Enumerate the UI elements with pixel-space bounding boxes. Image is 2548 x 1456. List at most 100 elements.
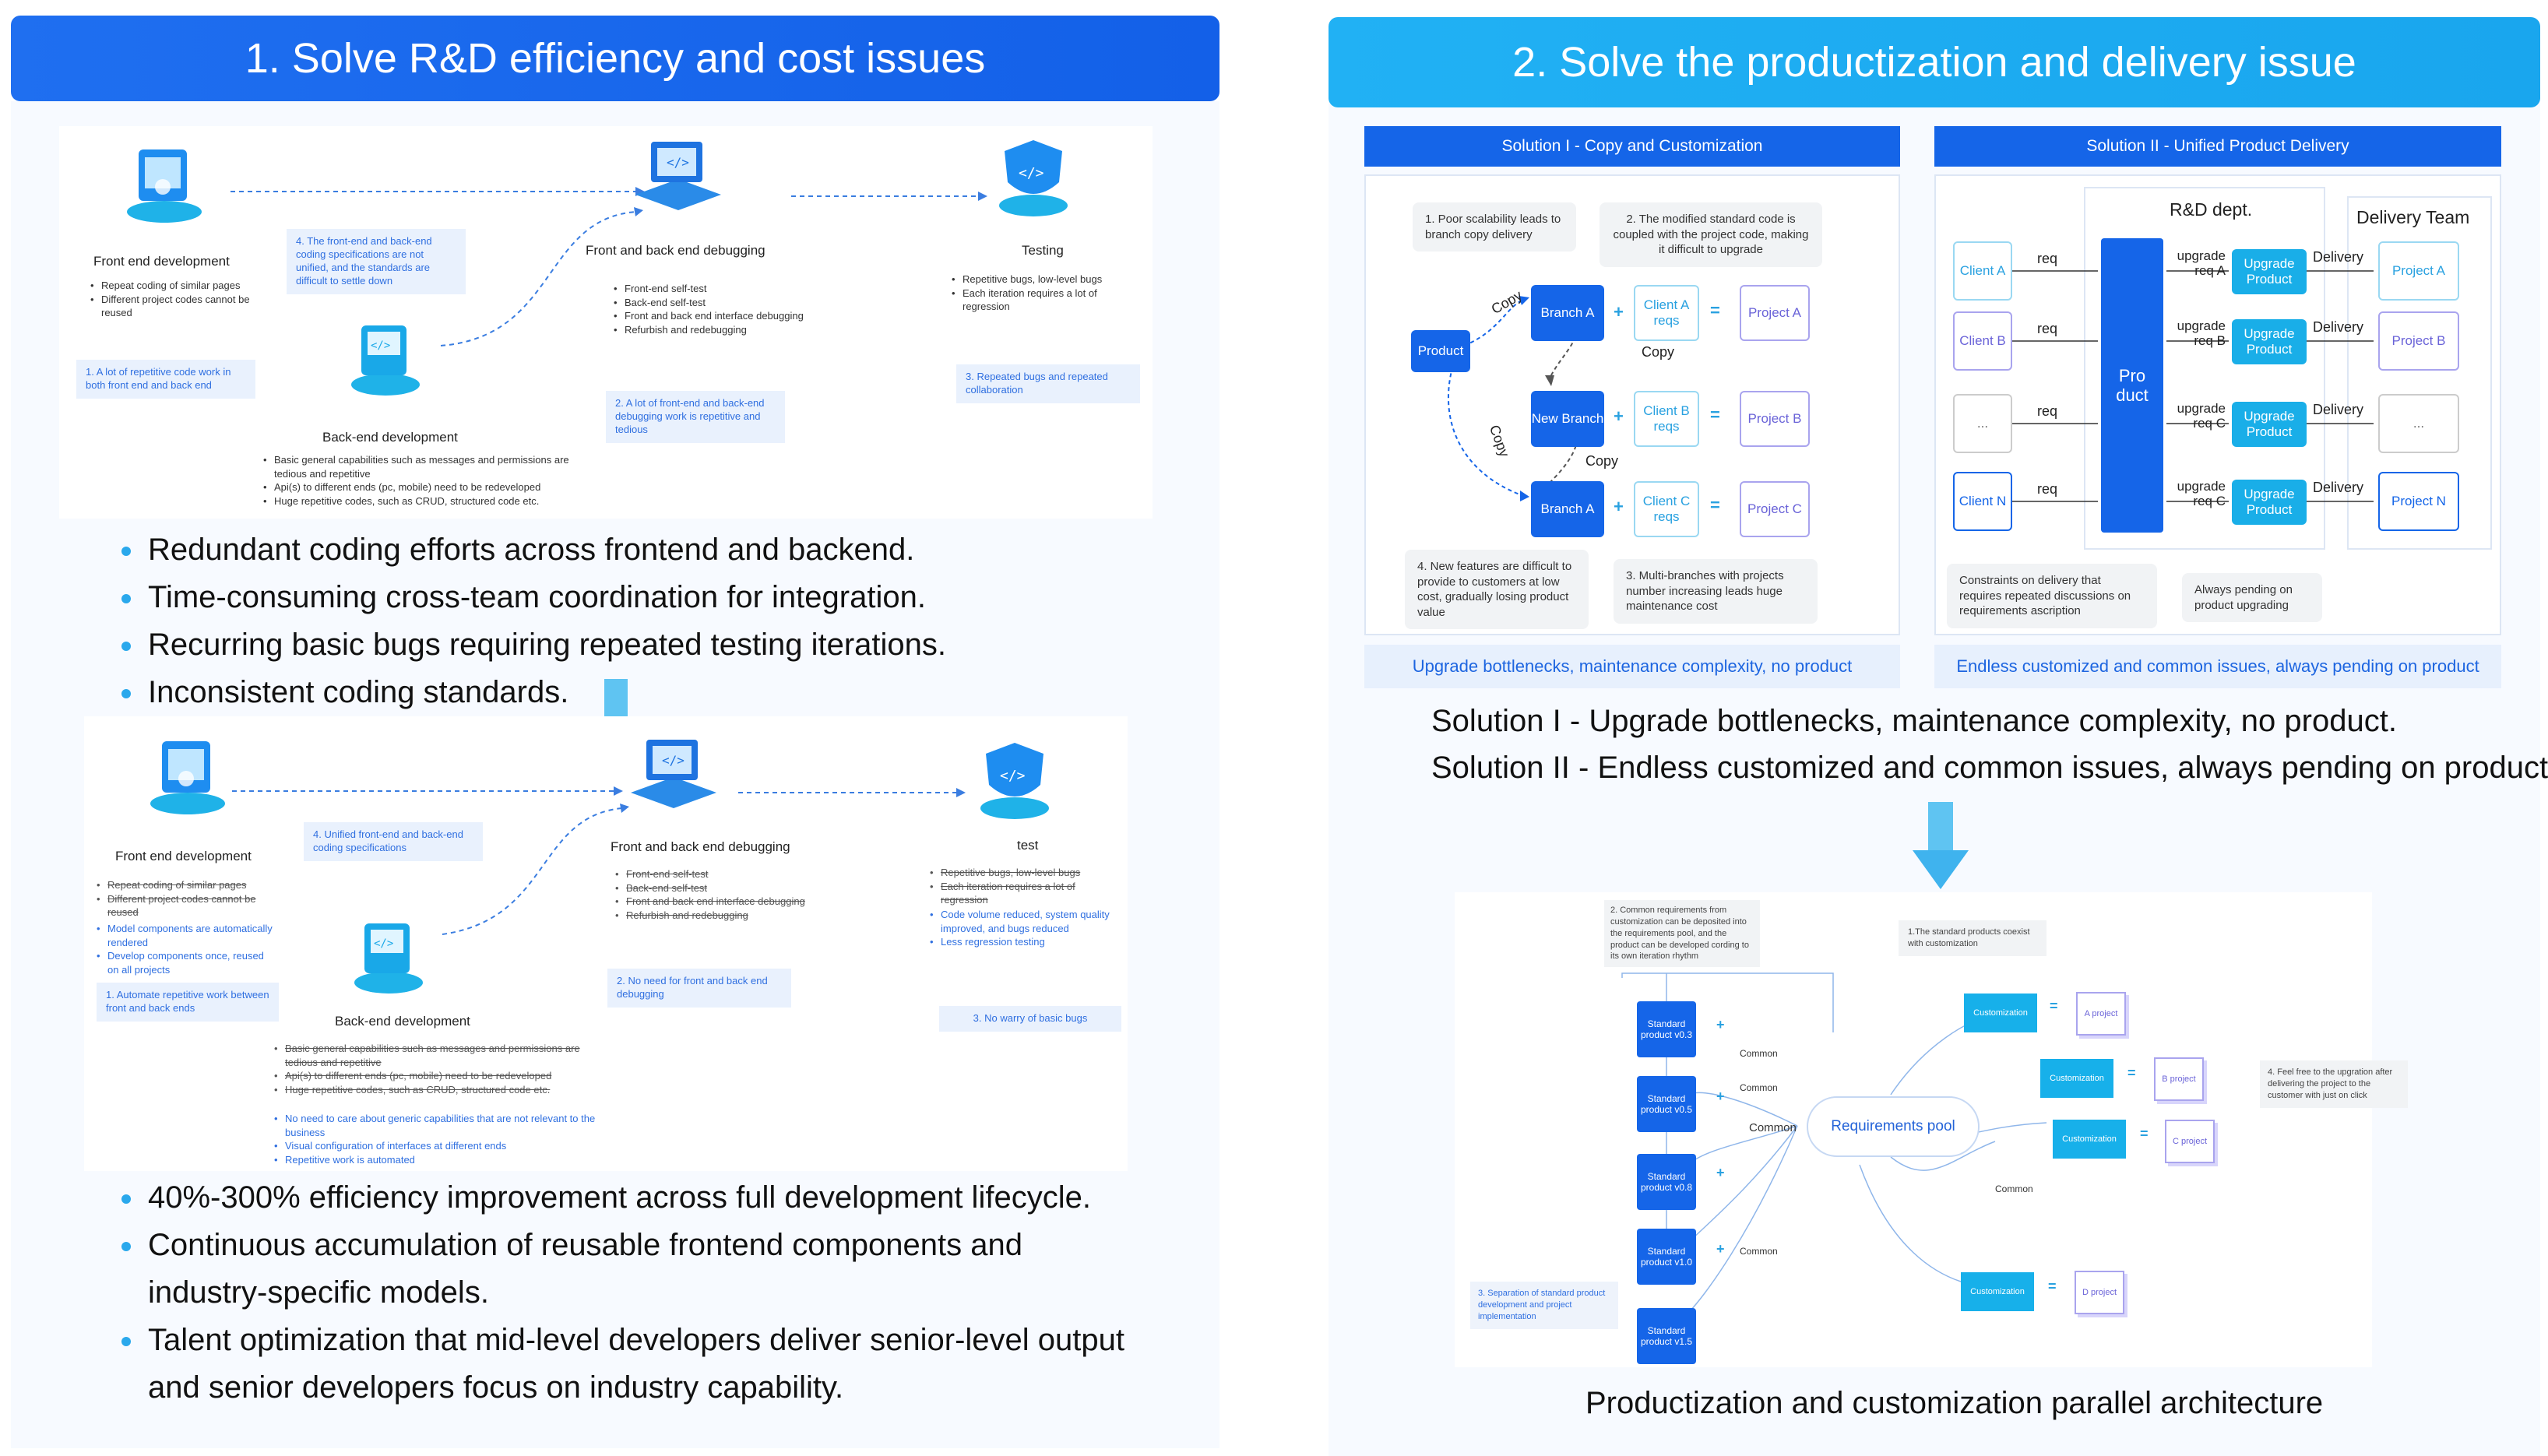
req-label: req: [2037, 481, 2058, 497]
frontend-monitor-icon: [150, 741, 225, 814]
bullet: Redundant coding efforts across frontend…: [117, 526, 1129, 574]
testing-shield-icon: </>: [999, 140, 1068, 216]
upgrade-req-label: upgrade req C: [2177, 479, 2226, 508]
fe-note: 1. Automate repetitive work between fron…: [97, 983, 279, 1022]
delivery-label: Delivery: [2313, 249, 2364, 265]
test-removed-item: Repetitive bugs, low-level bugs: [930, 866, 1117, 880]
fe-item: Different project codes cannot be reused: [90, 293, 269, 320]
arch-note2: 1.The standard products coexist with cus…: [1899, 920, 2046, 956]
standard-product-box: Standard product v0.3: [1637, 1001, 1696, 1057]
test-new: Code volume reduced, system quality impr…: [930, 908, 1117, 949]
be-new: No need to care about generic capabiliti…: [274, 1112, 601, 1166]
product-box: Product: [1411, 330, 1470, 372]
delivery-label: Delivery: [2313, 402, 2364, 417]
client-box: Client A: [1953, 241, 2012, 301]
rd-dept-frame: [2084, 187, 2325, 550]
fe-item: Repeat coding of similar pages: [90, 279, 269, 293]
plus-icon: +: [1614, 302, 1624, 322]
project-card: D project: [2075, 1271, 2124, 1314]
standard-product-box: Standard product v1.0: [1637, 1229, 1696, 1285]
upgrade-req-label: upgrade req A: [2177, 248, 2226, 278]
project-box: Project B: [2378, 311, 2459, 371]
bullet: Talent optimization that mid-level devel…: [117, 1317, 1145, 1412]
bullet: Time-consuming cross-team coordination f…: [117, 574, 1129, 621]
sol2-diagram: R&D dept. Delivery Team Pro duct Client …: [1934, 174, 2501, 635]
client-box: Client B: [1953, 311, 2012, 371]
test-removed: Repetitive bugs, low-level bugs Each ite…: [930, 866, 1117, 907]
plus-icon: +: [1716, 1241, 1725, 1257]
equals-icon: =: [1710, 301, 1720, 320]
be-title: Back-end development: [335, 1014, 470, 1029]
sol1-note1: 1. Poor scalability leads to branch copy…: [1413, 202, 1576, 251]
equals-icon: =: [2050, 998, 2058, 1014]
fe-removed-item: Repeat coding of similar pages: [97, 878, 276, 892]
test-new-item: Code volume reduced, system quality impr…: [930, 908, 1117, 935]
after-diagram: </> </> </> Front end development Repeat…: [84, 716, 1128, 1171]
svg-text:</>: </>: [371, 339, 390, 352]
common-label: Common: [1995, 1183, 2033, 1194]
be-title: Back-end development: [322, 430, 458, 445]
sol1-note2: 2. The modified standard code is coupled…: [1600, 202, 1822, 267]
bullet: Recurring basic bugs requiring repeated …: [117, 621, 1129, 669]
fe-removed-item: Different project codes cannot be reused: [97, 892, 276, 920]
backend-server-icon: </>: [354, 923, 423, 994]
sol2-title: Solution II - Unified Product Delivery: [1934, 126, 2501, 167]
svg-text:</>: </>: [662, 753, 685, 768]
sol1-title: Solution I - Copy and Customization: [1364, 126, 1900, 167]
bullet: Inconsistent coding standards.: [117, 669, 1129, 716]
be-items: Basic general capabilities such as messa…: [263, 453, 590, 508]
be-removed-item: Huge repetitive codes, such as CRUD, str…: [274, 1083, 601, 1097]
project-box: Project N: [2378, 472, 2459, 531]
down-arrow-icon: [1913, 802, 1969, 889]
debug-laptop-icon: </>: [631, 740, 716, 808]
sol1-caption: Upgrade bottlenecks, maintenance complex…: [1364, 645, 1900, 688]
common-label: Common: [1740, 1082, 1778, 1093]
customization-box: Customization: [2053, 1120, 2126, 1159]
equals-icon: =: [1710, 495, 1720, 515]
test-new-item: Less regression testing: [930, 935, 1117, 949]
rd-dept-label: R&D dept.: [2170, 199, 2253, 220]
test-item: Each iteration requires a lot of regress…: [952, 287, 1139, 314]
summary-line: Solution I - Upgrade bottlenecks, mainte…: [1431, 704, 2397, 738]
req-label: req: [2037, 251, 2058, 266]
dbg-item: Back-end self-test: [614, 296, 839, 310]
dbg-items: Front-end self-test Back-end self-test F…: [614, 282, 839, 336]
before-diagram: </> </> </> Front end development Repeat…: [59, 126, 1153, 519]
sol1-diagram: 1. Poor scalability leads to branch copy…: [1364, 174, 1900, 635]
common-label: Common: [1740, 1246, 1778, 1257]
upgrade-req-label: upgrade req B: [2177, 318, 2226, 348]
dbg-removed-item: Back-end self-test: [615, 881, 849, 895]
svg-text:</>: </>: [374, 937, 393, 950]
client-box: Client N: [1953, 472, 2012, 531]
be-new-item: Visual configuration of interfaces at di…: [274, 1139, 601, 1153]
req-label: req: [2037, 321, 2058, 336]
test-title: Testing: [1022, 243, 1064, 258]
common-label: Common: [1749, 1121, 1797, 1134]
plus-icon: +: [1716, 1017, 1725, 1032]
sol1-note3: 3. Multi-branches with projects number i…: [1614, 559, 1818, 624]
arch-caption: Productization and customization paralle…: [1585, 1386, 2324, 1420]
fe-new-item: Develop components once, reused on all p…: [97, 949, 276, 976]
test-removed-item: Each iteration requires a lot of regress…: [930, 880, 1117, 907]
fe-title: Front end development: [115, 849, 252, 863]
client-b-box: Client B reqs: [1634, 391, 1699, 447]
project-card: C project: [2165, 1120, 2215, 1163]
test-note: 3. No warry of basic bugs: [939, 1006, 1121, 1032]
dbg-item: Front-end self-test: [614, 282, 839, 296]
upgrade-product-box: Upgrade Product: [2232, 480, 2307, 525]
branch-a2-box: Branch A: [1531, 481, 1604, 537]
sol2-caption: Endless customized and common issues, al…: [1934, 645, 2501, 688]
upgrade-product-box: Upgrade Product: [2232, 402, 2307, 447]
debug-laptop-icon: </>: [635, 142, 721, 210]
test-title: test: [1017, 838, 1039, 853]
dbg-title: Front and back end debugging: [586, 243, 765, 258]
fe-title: Front end development: [93, 254, 230, 269]
fe-new-item: Model components are automatically rende…: [97, 922, 276, 949]
before-arrows: [231, 187, 987, 346]
fe-items: Repeat coding of similar pages Different…: [90, 279, 269, 320]
be-item: Api(s) to different ends (pc, mobile) ne…: [263, 480, 590, 494]
copy-label: Copy: [1642, 344, 1675, 360]
spec-note: 4. Unified front-end and back-end coding…: [304, 822, 483, 861]
plus-icon: +: [1716, 1088, 1725, 1104]
equals-icon: =: [2048, 1278, 2057, 1294]
